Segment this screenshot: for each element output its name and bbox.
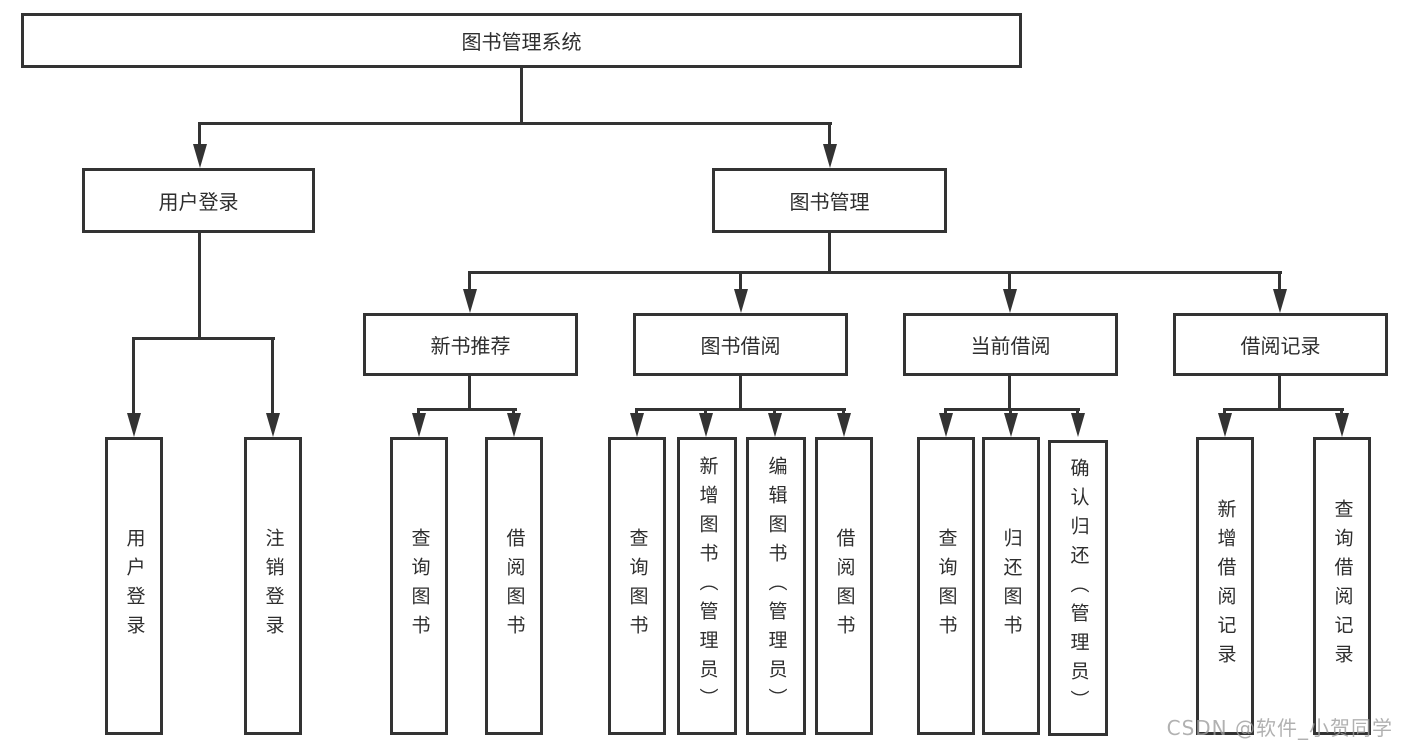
arrowhead-leaf-add-book bbox=[699, 413, 713, 437]
leaf-add-borrow-record: 新增借阅记录 bbox=[1196, 437, 1254, 735]
csdn-watermark: CSDN @软件_小贺同学 bbox=[1166, 716, 1393, 740]
leaf-edit-book-admin-label: 编辑图书（管理员） bbox=[765, 455, 788, 717]
leaf-return-book: 归还图书 bbox=[982, 437, 1040, 735]
node-root: 图书管理系统 bbox=[21, 13, 1022, 68]
connector-current-borrow-hline bbox=[944, 408, 1080, 411]
arrowhead-leaf-query-book-3 bbox=[939, 413, 953, 437]
leaf-query-borrow-record-label: 查询借阅记录 bbox=[1331, 499, 1354, 673]
connector-stem-book-management bbox=[828, 122, 831, 148]
arrowhead-leaf-query-book-2 bbox=[630, 413, 644, 437]
connector-stem-borrow-record bbox=[1278, 271, 1281, 293]
arrowhead-leaf-query-book-1 bbox=[412, 413, 426, 437]
connector-user-login-hline bbox=[132, 337, 275, 340]
node-borrow-record-label: 借阅记录 bbox=[1240, 334, 1321, 358]
leaf-query-book-1-label: 查询图书 bbox=[408, 528, 431, 644]
leaf-add-book-admin-label: 新增图书（管理员） bbox=[696, 455, 719, 717]
arrowhead-book-borrow bbox=[734, 289, 748, 313]
leaf-borrow-book-2-label: 借阅图书 bbox=[833, 528, 856, 644]
connector-stem-leaf-borrow-book-2 bbox=[842, 408, 845, 416]
leaf-confirm-return-admin-label: 确认归还（管理员） bbox=[1067, 457, 1090, 719]
node-root-label: 图书管理系统 bbox=[461, 30, 582, 54]
leaf-query-book-1: 查询图书 bbox=[390, 437, 448, 735]
connector-book-management-hline bbox=[468, 271, 1282, 274]
connector-current-borrow-trunk bbox=[1008, 376, 1011, 408]
leaf-query-book-2-label: 查询图书 bbox=[626, 528, 649, 644]
leaf-edit-book-admin: 编辑图书（管理员） bbox=[746, 437, 806, 735]
connector-root-trunk bbox=[520, 68, 523, 122]
leaf-add-book-admin: 新增图书（管理员） bbox=[677, 437, 737, 735]
connector-stem-leaf-confirm-return bbox=[1076, 408, 1079, 416]
node-current-borrow-label: 当前借阅 bbox=[970, 334, 1051, 358]
connector-stem-leaf-user-login bbox=[132, 337, 135, 415]
node-book-borrow: 图书借阅 bbox=[633, 313, 848, 376]
connector-stem-leaf-add-record bbox=[1223, 408, 1226, 416]
connector-new-book-recommend-hline bbox=[417, 408, 517, 411]
leaf-confirm-return-admin: 确认归还（管理员） bbox=[1048, 440, 1108, 736]
arrowhead-user-login bbox=[193, 144, 207, 168]
connector-book-borrow-trunk bbox=[739, 376, 742, 408]
node-book-management: 图书管理 bbox=[712, 168, 947, 233]
node-book-borrow-label: 图书借阅 bbox=[700, 334, 781, 358]
arrowhead-current-borrow bbox=[1003, 289, 1017, 313]
leaf-borrow-book-1-label: 借阅图书 bbox=[503, 528, 526, 644]
leaf-borrow-book-1: 借阅图书 bbox=[485, 437, 543, 735]
node-new-book-recommend: 新书推荐 bbox=[363, 313, 578, 376]
connector-stem-user-login bbox=[198, 122, 201, 148]
arrowhead-leaf-return-book bbox=[1004, 413, 1018, 437]
leaf-user-login-label: 用户登录 bbox=[123, 528, 146, 644]
arrowhead-leaf-query-record bbox=[1335, 413, 1349, 437]
connector-stem-leaf-borrow-book-1 bbox=[512, 408, 515, 416]
arrowhead-leaf-user-login bbox=[127, 413, 141, 437]
arrowhead-leaf-confirm-return bbox=[1071, 413, 1085, 437]
node-user-login-label: 用户登录 bbox=[158, 190, 239, 214]
connector-borrow-record-hline bbox=[1223, 408, 1344, 411]
arrowhead-leaf-logout bbox=[266, 413, 280, 437]
arrowhead-new-book-recommend bbox=[463, 289, 477, 313]
node-new-book-recommend-label: 新书推荐 bbox=[430, 334, 511, 358]
connector-stem-leaf-query-book-2 bbox=[635, 408, 638, 416]
connector-stem-current-borrow bbox=[1008, 271, 1011, 293]
connector-book-management-trunk bbox=[828, 233, 831, 271]
leaf-user-login: 用户登录 bbox=[105, 437, 163, 735]
connector-stem-leaf-add-book bbox=[704, 408, 707, 416]
connector-stem-book-borrow bbox=[739, 271, 742, 293]
arrowhead-leaf-add-record bbox=[1218, 413, 1232, 437]
arrowhead-leaf-borrow-book-2 bbox=[837, 413, 851, 437]
leaf-borrow-book-2: 借阅图书 bbox=[815, 437, 873, 735]
arrowhead-leaf-edit-book bbox=[768, 413, 782, 437]
arrowhead-leaf-borrow-book-1 bbox=[507, 413, 521, 437]
connector-stem-leaf-logout bbox=[271, 337, 274, 415]
leaf-query-borrow-record: 查询借阅记录 bbox=[1313, 437, 1371, 735]
connector-stem-leaf-query-book-3 bbox=[944, 408, 947, 416]
node-borrow-record: 借阅记录 bbox=[1173, 313, 1388, 376]
node-book-management-label: 图书管理 bbox=[789, 190, 870, 214]
leaf-query-book-3: 查询图书 bbox=[917, 437, 975, 735]
leaf-add-borrow-record-label: 新增借阅记录 bbox=[1214, 499, 1237, 673]
arrowhead-book-management bbox=[823, 144, 837, 168]
node-current-borrow: 当前借阅 bbox=[903, 313, 1118, 376]
connector-stem-leaf-return-book bbox=[1009, 408, 1012, 416]
connector-root-hline bbox=[198, 122, 832, 125]
connector-book-borrow-hline bbox=[635, 408, 846, 411]
node-user-login: 用户登录 bbox=[82, 168, 315, 233]
connector-user-login-trunk bbox=[198, 232, 201, 337]
connector-stem-leaf-query-record bbox=[1340, 408, 1343, 416]
arrowhead-borrow-record bbox=[1273, 289, 1287, 313]
leaf-query-book-3-label: 查询图书 bbox=[935, 528, 958, 644]
leaf-logout-label: 注销登录 bbox=[262, 528, 285, 644]
connector-stem-new-book-recommend bbox=[468, 271, 471, 293]
connector-borrow-record-trunk bbox=[1278, 376, 1281, 408]
connector-stem-leaf-query-book-1 bbox=[417, 408, 420, 416]
connector-stem-leaf-edit-book bbox=[773, 408, 776, 416]
leaf-return-book-label: 归还图书 bbox=[1000, 528, 1023, 644]
leaf-query-book-2: 查询图书 bbox=[608, 437, 666, 735]
connector-new-book-recommend-trunk bbox=[468, 376, 471, 408]
leaf-logout: 注销登录 bbox=[244, 437, 302, 735]
